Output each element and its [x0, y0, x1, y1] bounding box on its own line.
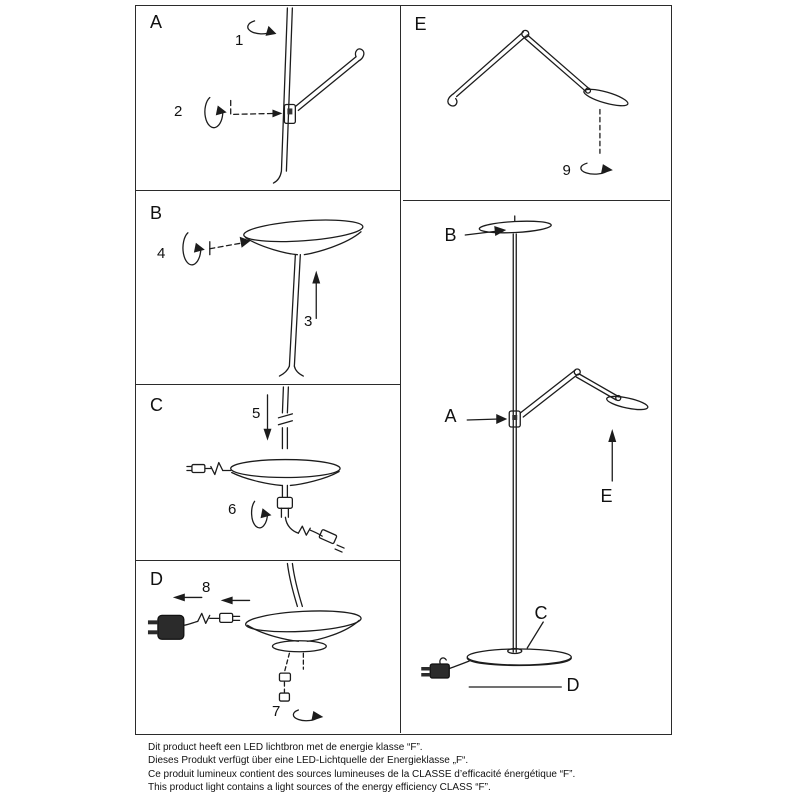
shade-drawing	[230, 458, 341, 487]
footer-line-fr: Ce produit lumineux contient des sources…	[148, 768, 576, 780]
panel-a-letter: A	[150, 12, 163, 32]
panel-c: C 5 6	[136, 385, 400, 561]
arm-clamp-drawing	[283, 48, 365, 125]
panel-e: E 9	[402, 6, 670, 201]
screw-parts-drawing	[278, 652, 305, 702]
base-drawing	[466, 647, 572, 667]
panel-b: B 4 3	[136, 191, 400, 385]
left-arrow-step8-icon	[172, 593, 251, 605]
panel-c-drawing	[186, 386, 345, 553]
step-1-label: 1	[235, 32, 244, 49]
overview-label-c: C	[534, 603, 548, 623]
dashed-insert-arrow	[209, 236, 251, 256]
rotate-arrow-step6-icon	[250, 500, 272, 529]
left-column: A 1 2	[136, 6, 401, 733]
pole-drawing	[272, 7, 294, 184]
arm-bracket-drawing	[508, 410, 521, 428]
panel-d-drawing	[147, 562, 362, 722]
panel-b-drawing	[182, 219, 364, 377]
panel-c-letter: C	[150, 395, 164, 415]
rotate-arrow-step9-icon	[579, 162, 613, 175]
pole-drawing	[286, 562, 304, 608]
panel-d: D 8 7	[136, 561, 400, 733]
right-column: E 9	[402, 6, 671, 733]
reading-arm-drawing	[519, 368, 648, 418]
rotate-arrow-step1-icon	[247, 20, 277, 36]
stem-connector-drawing	[276, 484, 294, 518]
panel-a: A 1 2	[136, 6, 400, 191]
step-7-label: 7	[272, 703, 281, 720]
panel-a-drawing	[204, 7, 365, 184]
power-adapter-drawing	[147, 612, 241, 640]
reading-arm-drawing	[446, 29, 629, 107]
shade-drawing	[245, 610, 362, 653]
power-adapter-drawing	[420, 657, 450, 679]
panel-e-letter: E	[414, 14, 428, 34]
step-5-label: 5	[252, 405, 261, 422]
up-arrow-to-e-icon	[607, 429, 616, 482]
pole-drawing	[512, 215, 517, 653]
arrow-to-a-icon	[466, 414, 507, 424]
step-3-label: 3	[304, 313, 313, 330]
arrow-to-b-icon	[464, 226, 506, 236]
panel-e-drawing	[446, 29, 629, 175]
panel-b-letter: B	[150, 203, 163, 223]
rotate-arrow-step2-icon	[204, 96, 227, 129]
power-cord-drawing	[447, 660, 470, 670]
energy-label-text: Dit product heeft een LED lichtbron met …	[148, 741, 575, 795]
footer-line-de: Dieses Produkt verfügt über eine LED-Lic…	[148, 755, 469, 767]
footer-line-nl: Dit product heeft een LED lichtbron met …	[148, 742, 423, 753]
pole-drawing	[278, 254, 304, 377]
pole-drawing	[277, 386, 294, 450]
panel-d-letter: D	[150, 569, 164, 589]
top-shade-drawing	[478, 220, 552, 234]
step-8-label: 8	[202, 579, 211, 596]
step-2-label: 2	[174, 103, 183, 120]
footer-line-en: This product light contains a light sour…	[148, 782, 491, 794]
up-arrow-step3-icon	[312, 270, 321, 319]
diagram-frame: A 1 2	[135, 5, 672, 735]
overview-label-e: E	[600, 486, 614, 506]
cable-connector-drawing	[186, 461, 232, 476]
down-arrow-step5-icon	[263, 394, 272, 441]
rotate-arrow-step4-icon	[182, 232, 205, 266]
dashed-insert-arrow	[230, 99, 283, 118]
step-6-label: 6	[228, 501, 237, 518]
panel-overview: B A E C D	[403, 201, 671, 733]
overview-label-b: B	[444, 225, 458, 245]
overview-label-a: A	[444, 406, 458, 426]
power-cord-plug-drawing	[284, 516, 345, 553]
overview-label-d: D	[566, 675, 580, 695]
panel-overview-drawing	[420, 215, 648, 688]
step-9-label: 9	[562, 162, 571, 179]
line-to-c	[526, 621, 544, 649]
step-4-label: 4	[157, 245, 166, 262]
shade-drawing	[243, 219, 364, 256]
rotate-arrow-step7-icon	[292, 709, 324, 722]
